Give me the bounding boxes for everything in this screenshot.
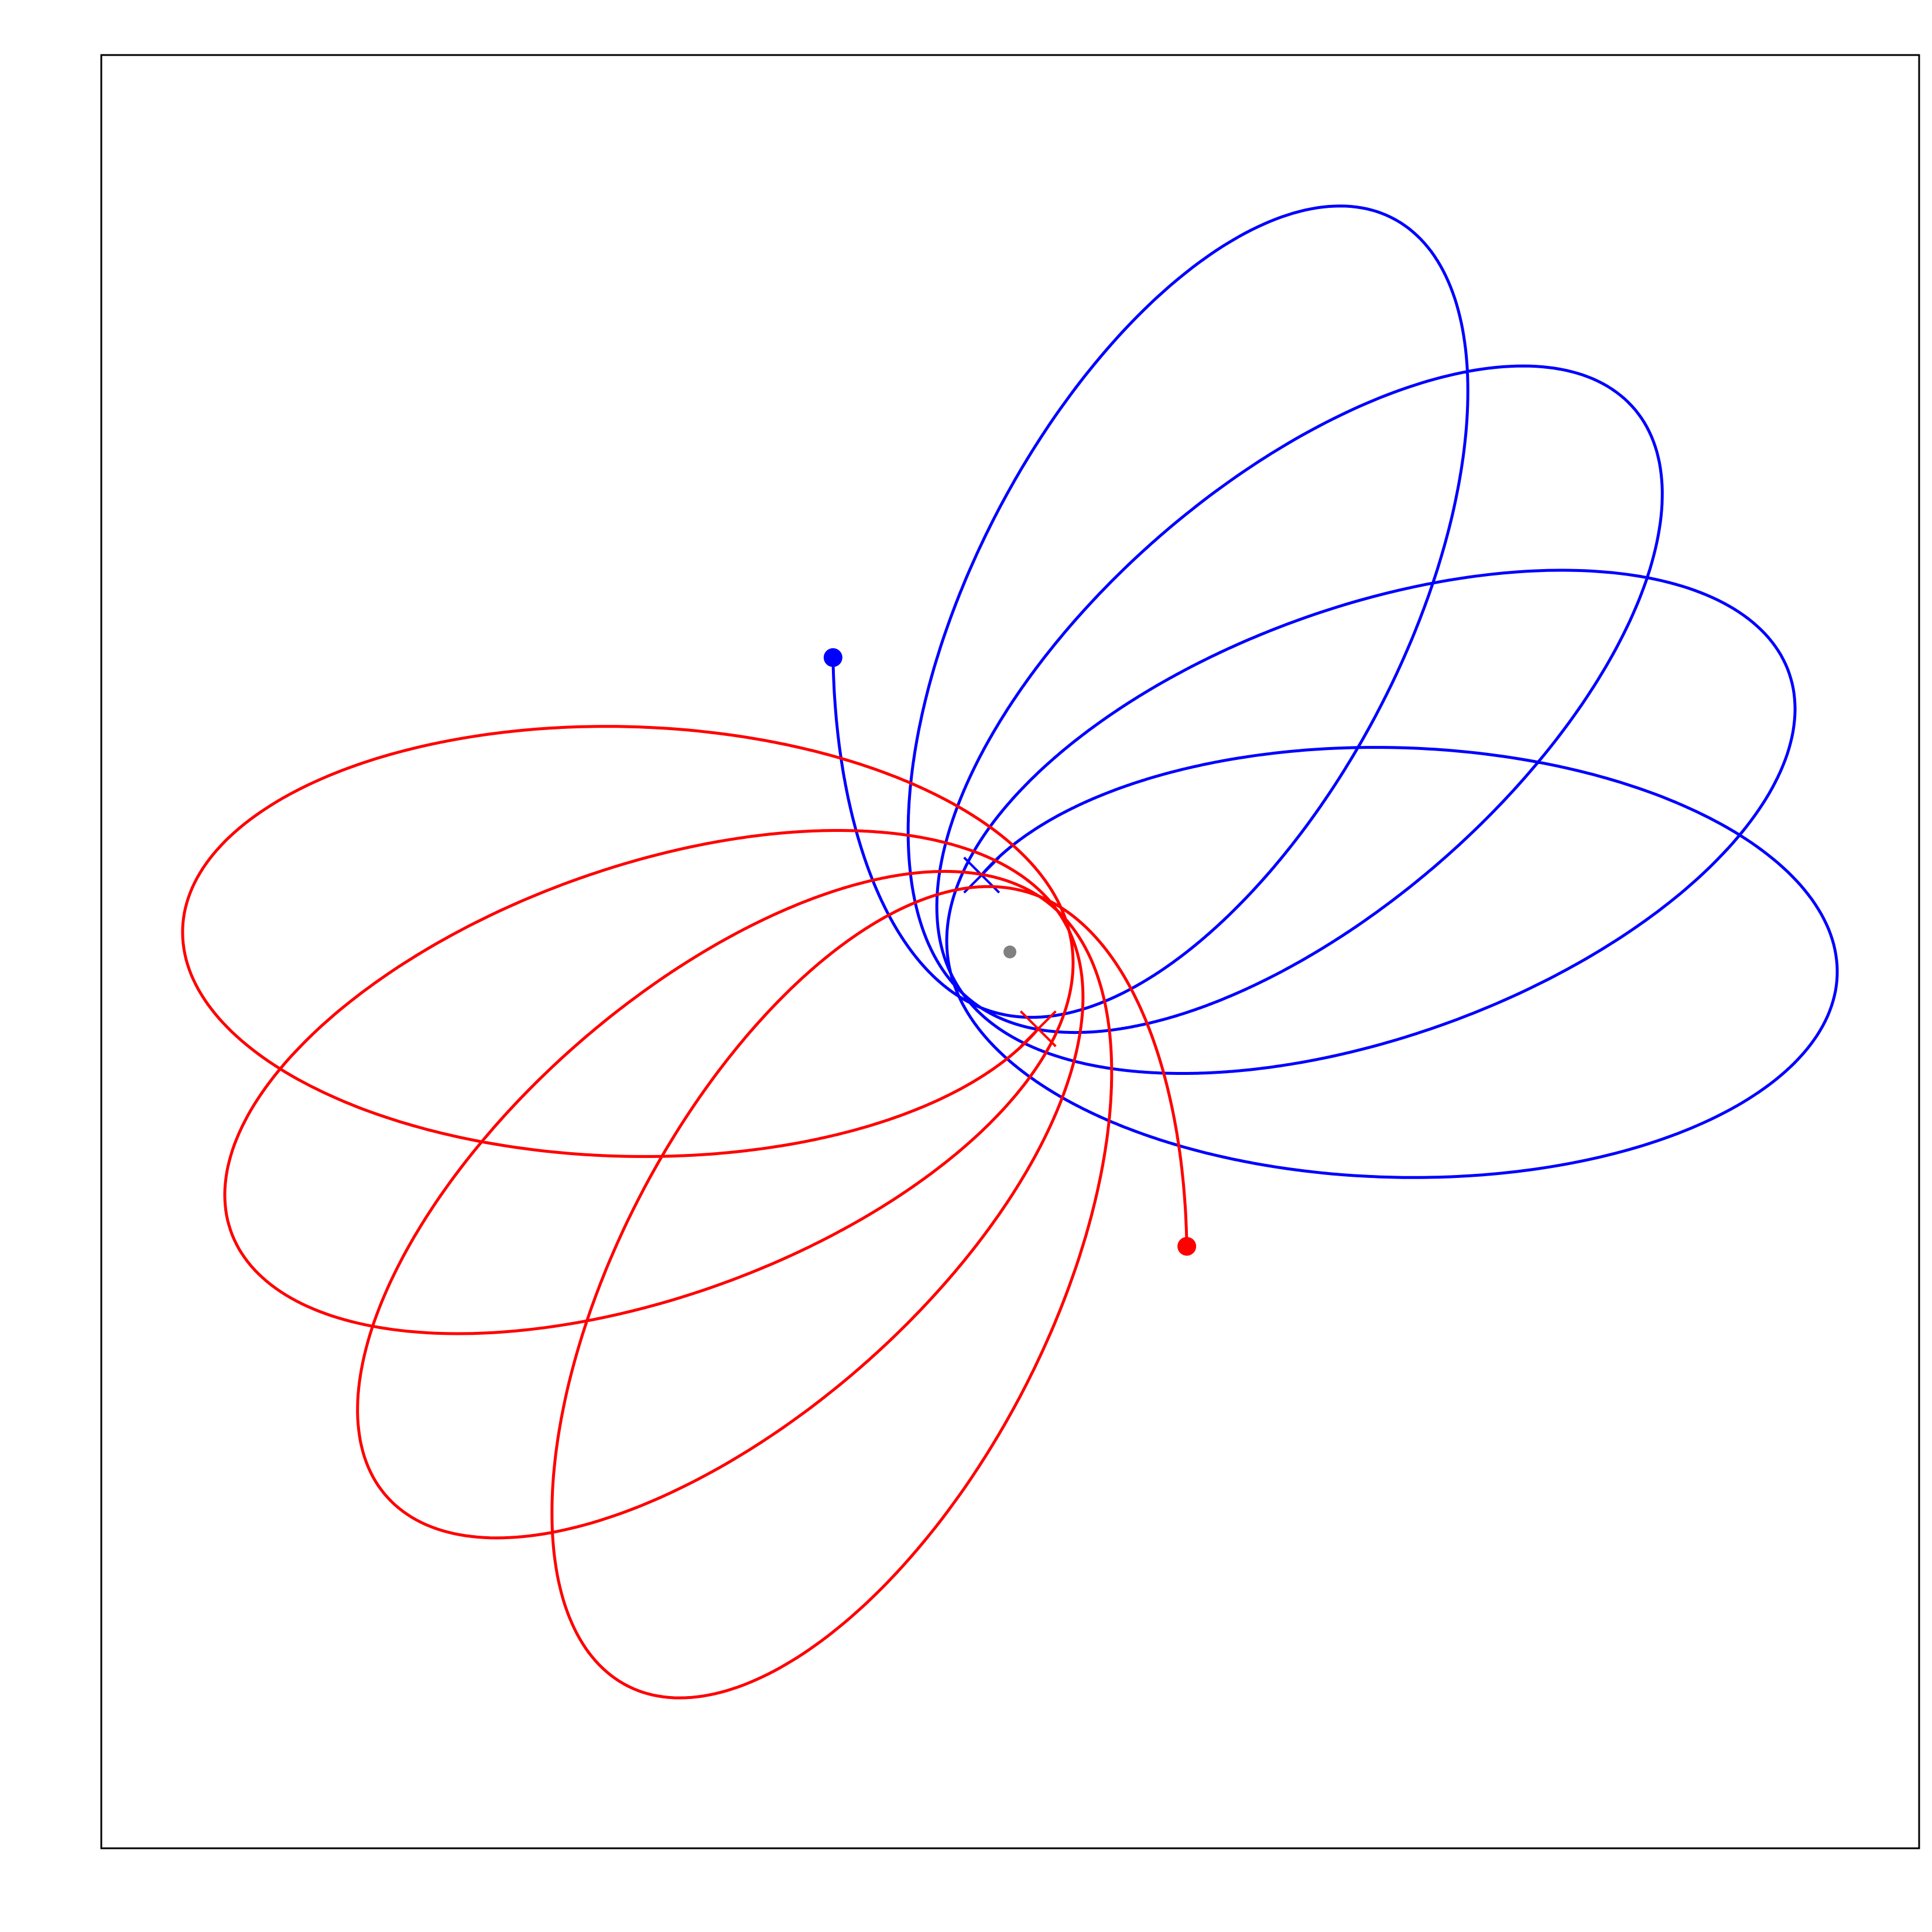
blue-orbit-path	[831, 204, 1839, 1179]
red-start-marker	[1177, 1236, 1197, 1256]
central-body-dot	[1003, 946, 1016, 958]
red-end-marker	[1019, 1010, 1057, 1047]
orbits-layer	[181, 204, 1839, 1700]
blue-start-marker	[823, 648, 842, 667]
plot-frame	[100, 54, 1920, 1849]
red-orbit-path	[181, 725, 1188, 1700]
